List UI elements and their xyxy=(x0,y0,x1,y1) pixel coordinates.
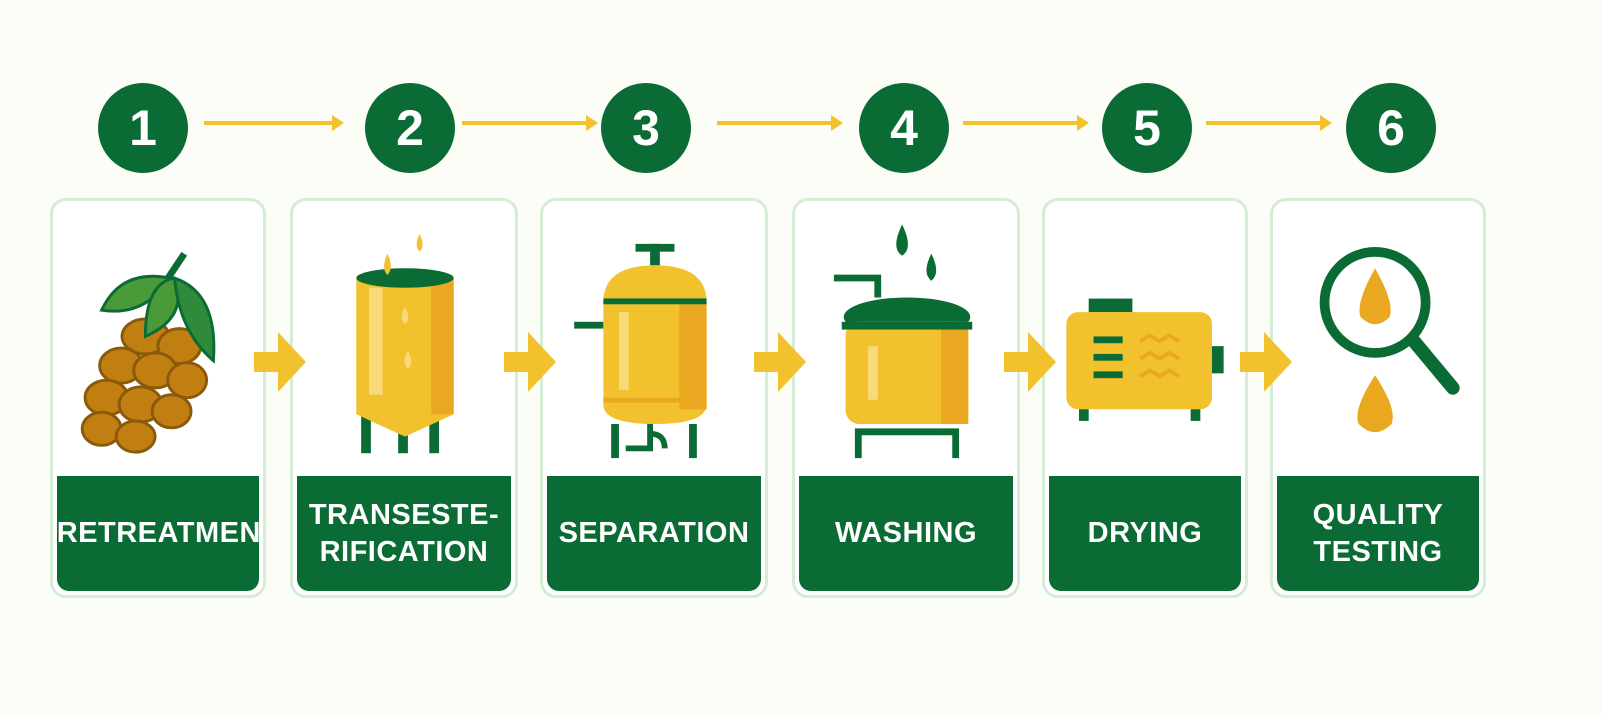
step-label: SEPARATION xyxy=(547,476,761,591)
arrow-right-icon xyxy=(754,332,806,392)
step-number-3: 3 xyxy=(601,83,691,173)
reactor-tank-icon xyxy=(293,221,515,481)
step-card-drying: DRYING xyxy=(1042,198,1248,598)
step-card-separation: SEPARATION xyxy=(540,198,768,598)
arrow-right-icon xyxy=(1206,115,1332,131)
step-number-5: 5 xyxy=(1102,83,1192,173)
arrow-right-icon xyxy=(254,332,306,392)
arrow-right-icon xyxy=(963,115,1089,131)
step-label: QUALITY TESTING xyxy=(1277,476,1479,591)
step-label: WASHING xyxy=(799,476,1013,591)
dryer-icon xyxy=(1045,221,1245,481)
step-number-4: 4 xyxy=(859,83,949,173)
step-card-pretreatment: PRETREATMENT xyxy=(50,198,266,598)
hop-cone-icon xyxy=(53,221,263,481)
step-label: DRYING xyxy=(1049,476,1241,591)
step-label: TRANSESTE- RIFICATION xyxy=(297,476,511,591)
step-card-washing: WASHING xyxy=(792,198,1020,598)
wash-tank-icon xyxy=(795,221,1017,481)
step-number-6: 6 xyxy=(1346,83,1436,173)
arrow-right-icon xyxy=(504,332,556,392)
step-card-quality-testing: QUALITY TESTING xyxy=(1270,198,1486,598)
arrow-right-icon xyxy=(717,115,843,131)
magnifier-drop-icon xyxy=(1273,221,1483,481)
arrow-right-icon xyxy=(204,115,344,131)
step-card-transesterification: TRANSESTE- RIFICATION xyxy=(290,198,518,598)
arrow-right-icon xyxy=(1004,332,1056,392)
step-number-2: 2 xyxy=(365,83,455,173)
arrow-right-icon xyxy=(1240,332,1292,392)
step-number-1: 1 xyxy=(98,83,188,173)
separator-vessel-icon xyxy=(543,221,765,481)
arrow-right-icon xyxy=(462,115,598,131)
step-label: PRETREATMENT xyxy=(53,476,263,591)
